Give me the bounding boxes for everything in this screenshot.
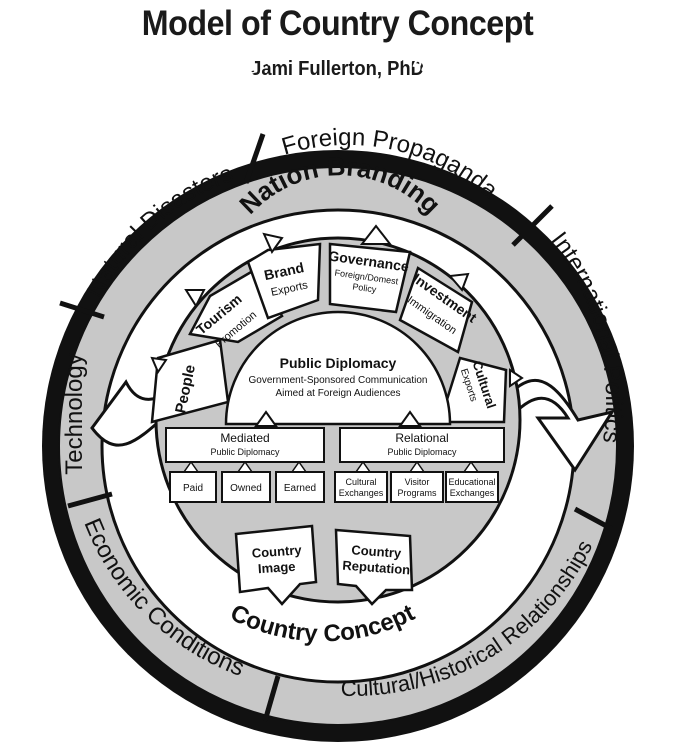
relational-box xyxy=(339,427,505,463)
educational-exchanges-line2: Exchanges xyxy=(450,488,495,498)
paid-label: Paid xyxy=(183,483,203,494)
public-diplomacy-title: Public Diplomacy xyxy=(280,355,397,371)
relational-sub: Public Diplomacy xyxy=(387,447,457,457)
segment-arrows xyxy=(150,224,524,388)
country-image-line1: Country xyxy=(251,542,303,560)
public-diplomacy-line1: Government-Sponsored Communication xyxy=(249,375,428,386)
mediated-title: Mediated xyxy=(220,431,269,445)
brand-box xyxy=(246,242,322,320)
country-reputation-line2: Reputation xyxy=(342,558,411,578)
visitor-programs-line2: Programs xyxy=(397,488,437,498)
mediated-sub: Public Diplomacy xyxy=(210,447,280,457)
public-diplomacy-dome xyxy=(224,310,452,426)
diagram-title: Model of Country Concept xyxy=(141,4,534,43)
paid-box xyxy=(169,471,217,503)
earned-label: Earned xyxy=(284,483,316,494)
public-diplomacy-line2: Aimed at Foreign Audiences xyxy=(275,388,400,399)
dome-arrows xyxy=(254,410,422,427)
owned-box xyxy=(221,471,271,503)
branding-segments xyxy=(150,242,508,424)
investment-box xyxy=(398,266,474,354)
relational-title: Relational xyxy=(395,431,448,445)
owned-label: Owned xyxy=(230,483,262,494)
country-image-box xyxy=(234,524,318,606)
country-reputation-line1: Country xyxy=(351,542,403,560)
country-reputation-box xyxy=(334,528,414,606)
governance-box xyxy=(328,242,412,314)
right-cycle-arrow xyxy=(498,379,616,473)
cultural-exchanges-line1: Cultural xyxy=(345,477,376,487)
outer-ring-dividers xyxy=(59,133,614,722)
country-image-line2: Image xyxy=(257,559,296,577)
visitor-programs-box xyxy=(390,471,444,503)
educational-exchanges-box xyxy=(445,471,499,503)
educational-exchanges-line1: Educational xyxy=(448,477,495,487)
earned-box xyxy=(275,471,325,503)
mediated-box xyxy=(165,427,325,463)
visitor-programs-line1: Visitor xyxy=(405,477,430,487)
cultural-exchanges-line2: Exchanges xyxy=(339,488,384,498)
segment-technology: Technology xyxy=(61,353,88,474)
governance-sub2: Policy xyxy=(352,281,378,294)
cultural-exchanges-box xyxy=(334,471,388,503)
author-name: Jami Fullerton, PhD xyxy=(251,58,424,80)
